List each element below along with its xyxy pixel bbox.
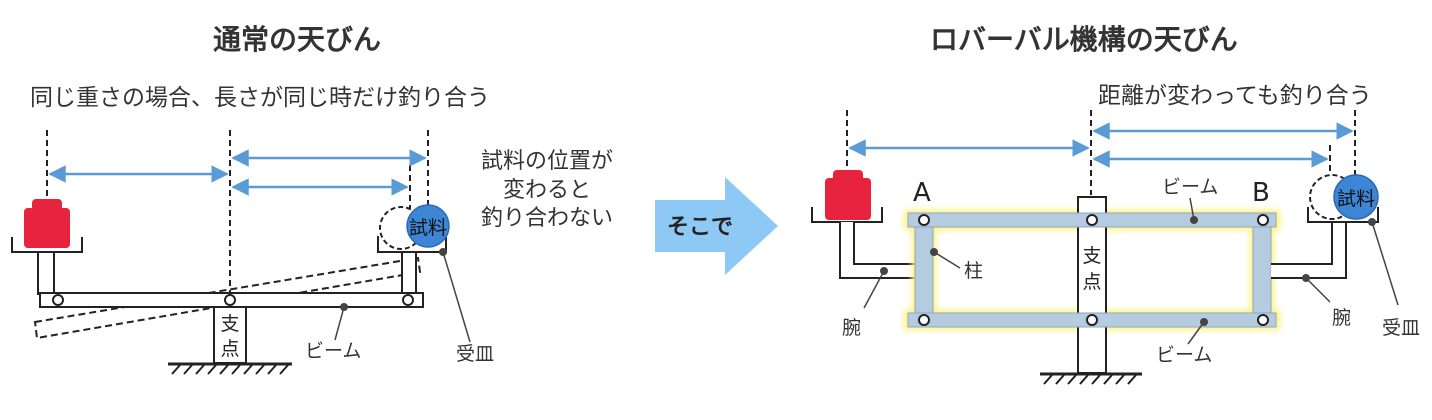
left-caption: 同じ重さの場合、長さが同じ時だけ釣り合う — [30, 85, 490, 111]
right-pan-callout-dot — [1368, 218, 1376, 226]
column-label: 柱 — [964, 260, 983, 282]
arm-left-label: 腕 — [842, 317, 861, 339]
right-sample-label: 試料 — [1337, 188, 1375, 210]
right-pan-callout — [1371, 221, 1399, 306]
left-ground-hatch — [171, 364, 289, 375]
arm-left-callout — [863, 270, 885, 309]
left-sample-post — [401, 251, 417, 294]
pivot-bottom-left — [918, 314, 930, 326]
beam-bottom-callout — [1187, 321, 1205, 345]
arm-right-callout-dot — [1302, 274, 1310, 282]
left-beam-pivot-center — [224, 294, 236, 306]
left-pan-callout — [442, 251, 471, 343]
pivot-top-left — [918, 214, 930, 226]
left-beam-pivot-right — [402, 294, 414, 306]
arm-left-callout-dot — [880, 267, 888, 275]
roberval-column-right — [1252, 217, 1272, 323]
column-callout-dot — [930, 248, 938, 256]
right-sample-pan — [1307, 207, 1379, 223]
roberval-column-left — [914, 217, 934, 323]
right-ground-hatch — [1043, 374, 1137, 385]
right-diagram: 支 点 A B 試料 ビーム ビーム 柱 腕 腕 — [811, 110, 1420, 385]
left-sample-pan — [377, 236, 447, 253]
pivot-top-right — [1257, 214, 1269, 226]
left-beam-callout-dot — [340, 303, 348, 311]
left-weight-post — [37, 251, 55, 295]
transition-arrow: そこで — [655, 177, 778, 275]
left-fulcrum — [213, 306, 247, 364]
left-beam-label: ビーム — [305, 340, 361, 362]
left-sample-label: 試料 — [409, 217, 447, 239]
left-note-line-3: 釣り合わない — [480, 206, 613, 232]
arm-right-label: 腕 — [1332, 307, 1351, 329]
left-weight — [24, 208, 70, 248]
transition-arrow-shape — [655, 177, 778, 275]
left-fulcrum-label-2: 点 — [220, 338, 239, 360]
right-right-arm — [1271, 221, 1347, 279]
right-left-arm — [839, 222, 919, 279]
left-note: 試料の位置が 変わると 釣り合わない — [472, 148, 622, 234]
column-callout — [933, 251, 961, 269]
point-a-label: A — [913, 178, 931, 208]
beam-bottom-label: ビーム — [1156, 344, 1212, 366]
right-caption: 距離が変わっても釣り合う — [1098, 83, 1372, 109]
beam-top-label: ビーム — [1162, 176, 1218, 198]
left-fulcrum-label-1: 支 — [220, 313, 239, 335]
right-title: ロバーバル機構の天びん — [930, 23, 1238, 56]
right-fulcrum-label-2: 点 — [1082, 271, 1101, 293]
left-beam-callout — [334, 306, 345, 341]
left-pan-callout-dot — [439, 248, 447, 256]
left-note-line-1: 試料の位置が — [480, 149, 613, 174]
transition-arrow-label: そこで — [667, 215, 733, 240]
pivot-top-center — [1086, 214, 1098, 226]
left-pan-label: 受皿 — [456, 343, 494, 365]
arm-right-callout — [1305, 277, 1331, 303]
right-weight — [825, 178, 871, 220]
right-fulcrum-label-1: 支 — [1082, 245, 1101, 267]
beam-bottom-callout-dot — [1200, 318, 1208, 326]
left-beam-pivot-left — [52, 294, 64, 306]
beam-top-callout-dot — [1190, 216, 1198, 224]
left-diagram: 試料 支 点 ビーム 受皿 — [11, 130, 494, 375]
left-note-line-2: 変わると — [502, 177, 591, 203]
right-pan-label: 受皿 — [1382, 317, 1420, 339]
pivot-bottom-center — [1086, 314, 1098, 326]
right-sample — [1333, 174, 1379, 220]
left-title: 通常の天びん — [213, 23, 382, 56]
left-sample — [406, 204, 450, 248]
pivot-bottom-right — [1257, 314, 1269, 326]
point-b-label: B — [1252, 178, 1270, 208]
left-tilted-beam — [33, 256, 422, 340]
